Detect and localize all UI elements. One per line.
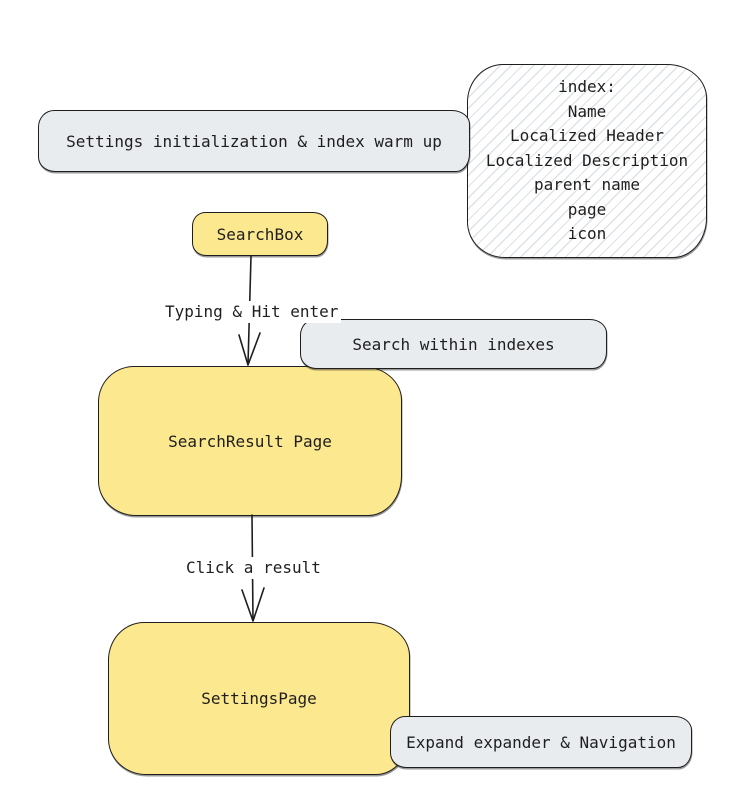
node-label: Search within indexes (352, 334, 555, 354)
node-settings-page: SettingsPage (108, 622, 410, 775)
node-index-fields: index: Name Localized Header Localized D… (467, 64, 707, 258)
index-field-line: Localized Header (509, 126, 665, 146)
arrow-label-typing-hit-enter: Typing & Hit enter (162, 301, 342, 323)
node-expand-expander-navigation: Expand expander & Navigation (390, 716, 692, 768)
arrow-head-icon (238, 332, 261, 366)
node-label: SearchResult Page (168, 431, 332, 451)
index-field-line: index: (558, 77, 616, 97)
index-field-line: icon (567, 224, 607, 244)
node-label: SearchBox (216, 224, 304, 244)
node-settings-initialization: Settings initialization & index warm up (38, 110, 470, 172)
index-field-line: Name (567, 101, 607, 121)
index-field-line: Localized Description (485, 150, 689, 170)
index-field-line: page (567, 199, 607, 219)
index-field-line: parent name (534, 175, 640, 195)
arrow-head-icon (241, 587, 265, 622)
node-label: Expand expander & Navigation (406, 732, 676, 752)
arrow-label-click-a-result: Click a result (183, 557, 324, 579)
node-label: SettingsPage (201, 689, 317, 708)
node-search-result-page: SearchResult Page (98, 366, 402, 516)
node-searchbox: SearchBox (192, 212, 328, 256)
node-search-within-indexes: Search within indexes (300, 319, 607, 369)
node-label: Settings initialization & index warm up (66, 131, 442, 151)
